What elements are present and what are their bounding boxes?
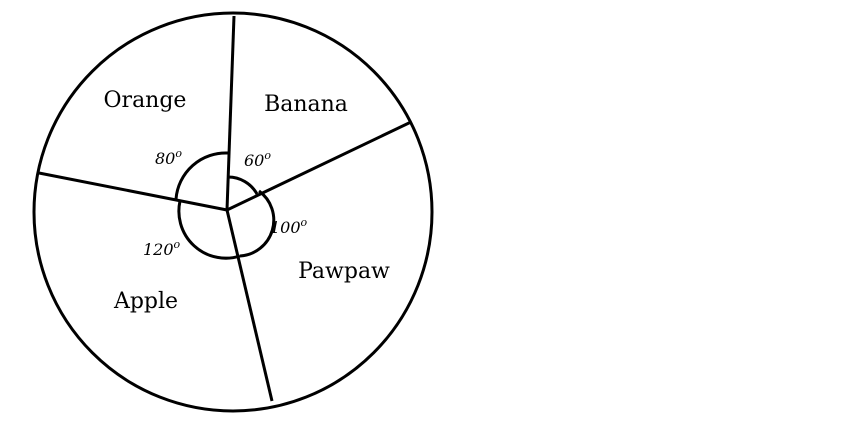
radius-pawpaw-apple: [225, 209, 274, 402]
angle-arc-pawpaw: [239, 189, 276, 258]
angle-arc-banana: [227, 175, 259, 195]
pie-outline: [32, 11, 434, 413]
sector-label-banana: Banana: [264, 92, 348, 117]
radius-apple-orange: [38, 171, 228, 212]
sector-label-apple: Apple: [113, 289, 178, 314]
angle-label-banana: 60o: [244, 149, 271, 170]
angle-label-pawpaw: 100o: [270, 216, 308, 237]
angle-label-apple: 120o: [143, 238, 181, 259]
angle-arc-apple: [177, 200, 241, 260]
radius-banana-pawpaw: [226, 120, 412, 212]
angle-arc-orange: [174, 151, 229, 200]
sector-label-orange: Orange: [104, 88, 187, 113]
sector-label-pawpaw: Pawpaw: [298, 259, 390, 284]
angle-label-orange: 80o: [155, 147, 182, 168]
